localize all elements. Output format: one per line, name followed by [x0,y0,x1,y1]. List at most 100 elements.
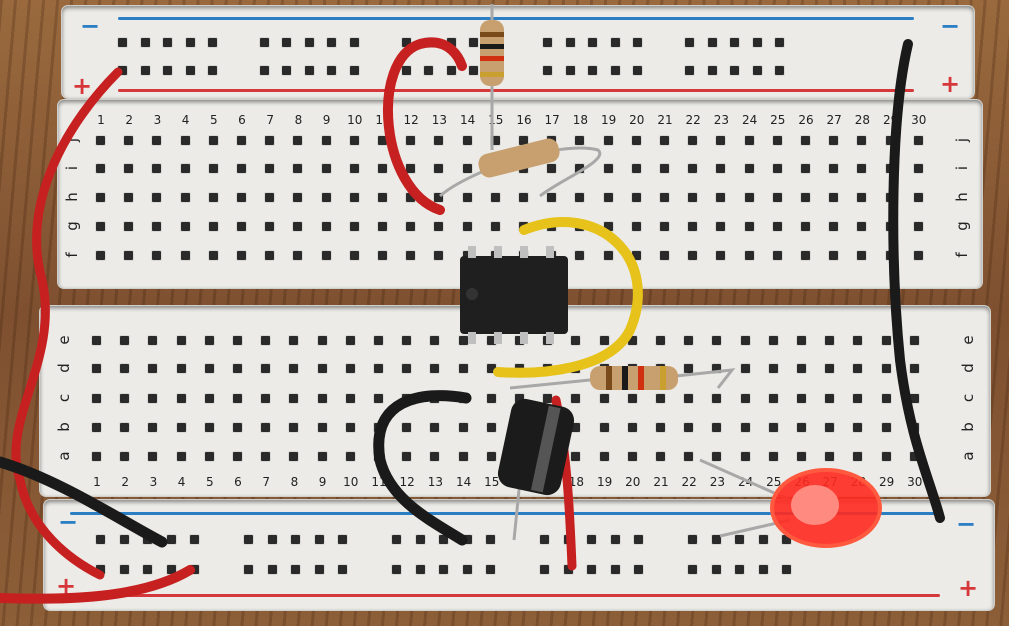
rail-hole [327,66,337,75]
rail-hole [267,565,277,574]
breadboard-hole [120,394,130,403]
breadboard-hole [374,364,383,373]
breadboard-hole [378,164,387,173]
rail-hole [688,535,698,544]
breadboard-hole [801,164,810,173]
breadboard-hole [744,251,754,260]
breadboard-hole [176,336,186,345]
rail-hole [244,535,254,544]
breadboard-hole [768,336,778,345]
breadboard-hole [430,336,440,345]
breadboard-hole [406,251,416,260]
column-number-bottom: 3 [149,475,158,489]
column-number-bottom: 21 [653,475,669,489]
breadboard-hole [345,336,355,345]
rail-hole [587,535,597,544]
breadboard-hole [881,336,891,345]
column-number-top: 19 [600,113,617,127]
breadboard-hole [740,452,750,461]
breadboard-hole [176,364,186,373]
breadboard-hole [772,222,782,231]
column-number-top: 16 [516,113,532,127]
breadboard-hole [92,452,101,461]
breadboard-hole [909,336,919,345]
breadboard-hole [462,193,472,202]
rail-hole [401,38,411,47]
rail-hole [752,66,762,75]
rail-hole [588,66,598,75]
breadboard-hole [515,336,524,345]
column-number-top: 14 [459,113,476,127]
breadboard-hole [631,136,641,145]
breadboard-hole [293,193,303,202]
rail-hole [163,66,172,75]
breadboard-hole [885,136,895,145]
column-number-top: 1 [97,113,105,127]
breadboard-hole [684,336,694,345]
breadboard-hole [289,423,299,432]
rail-hole [166,535,176,544]
black-jumper-middle [373,390,472,546]
column-number-top: 26 [798,113,814,127]
rail-hole [707,38,717,47]
breadboard-hole [458,336,468,345]
column-number-top: 27 [826,113,842,127]
breadboard-hole [378,136,387,145]
breadboard-hole [237,251,246,260]
breadboard-hole [96,193,105,202]
breadboard-hole [797,364,806,373]
rail-hole [782,535,792,544]
breadboard-hole [317,452,327,461]
breadboard-hole [430,423,440,432]
breadboard-hole [378,251,387,260]
breadboard-hole [148,364,158,373]
breadboard-hole [293,164,303,173]
column-number-top: 10 [347,113,363,127]
rail-hole [735,565,745,574]
breadboard-hole [152,193,162,202]
breadboard-hole [913,136,923,145]
breadboard-hole [486,452,496,461]
breadboard-hole [825,452,835,461]
column-number-top: 23 [713,113,730,127]
column-number-bottom: 8 [290,475,299,489]
column-number-top: 24 [741,113,758,127]
resistor-top [480,4,504,150]
breadboard-hole [881,423,891,432]
breadboard-hole [96,222,105,231]
breadboard-hole [124,193,134,202]
rail-sign-minus-bottom-left: − [57,508,79,536]
rail-sign-plus-top-right: + [939,70,961,98]
breadboard-hole [233,423,242,432]
rail-hole [565,66,575,75]
rail-sign-minus-bottom-right: − [955,510,977,538]
breadboard-hole [712,394,722,403]
breadboard-hole [176,394,186,403]
breadboard-hole [458,423,468,432]
breadboard-hole [543,394,553,403]
rail-hole [291,565,301,574]
breadboard-hole [744,136,754,145]
breadboard-hole [289,336,299,345]
rail-hole [244,565,254,574]
breadboard-hole [92,336,101,345]
breadboard-hole [152,136,162,145]
breadboard-hole [458,452,468,461]
breadboard-hole [345,423,355,432]
breadboard-hole [204,423,214,432]
breadboard-hole [599,336,609,345]
breadboard-hole [684,452,694,461]
breadboard-hole [180,193,190,202]
breadboard-hole [547,193,557,202]
breadboard-hole [92,394,101,403]
rail-hole [775,38,784,47]
breadboard-hole [208,251,218,260]
breadboard-hole [857,136,867,145]
breadboard-hole [204,336,214,345]
rail-hole [711,565,721,574]
breadboard-hole [909,394,919,403]
rail-hole [782,565,792,574]
rail-hole [208,66,217,75]
breadboard-hole [293,136,303,145]
